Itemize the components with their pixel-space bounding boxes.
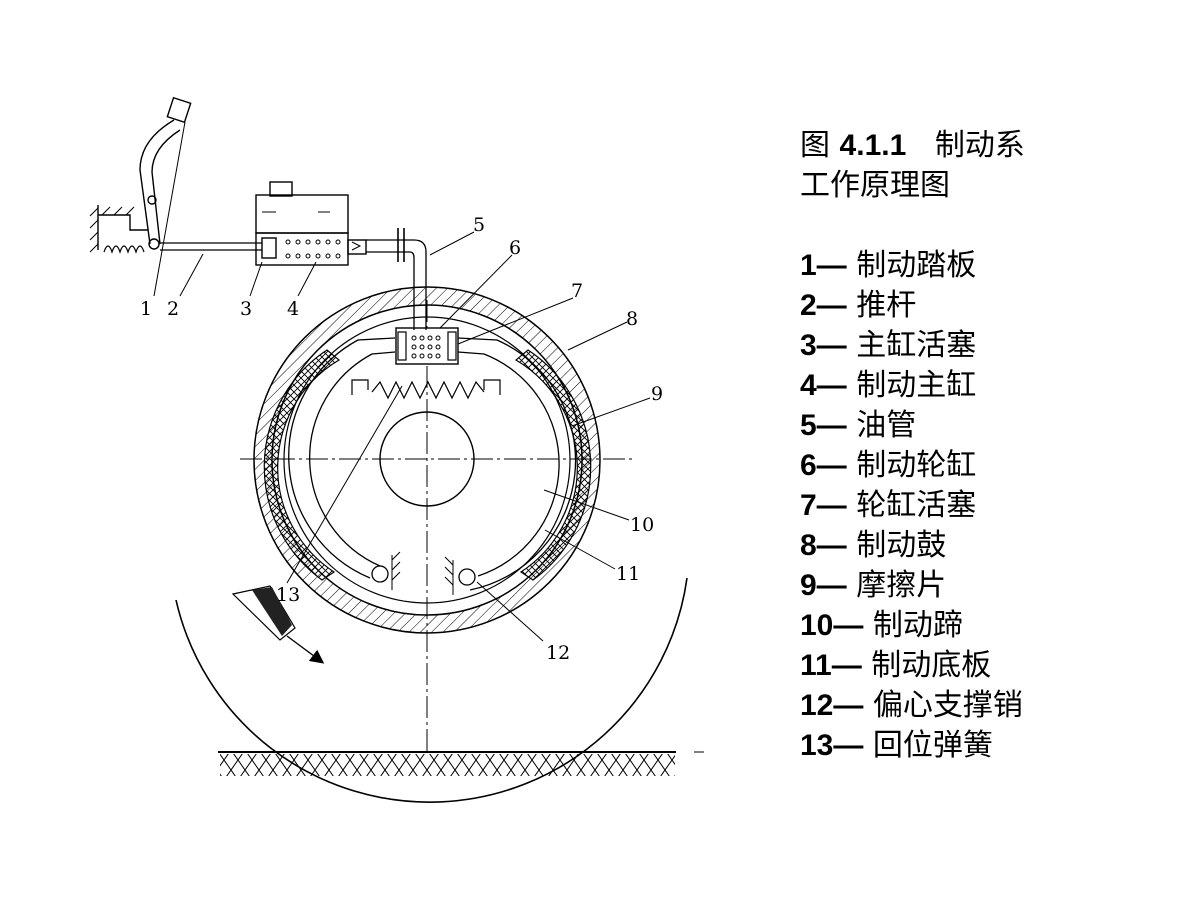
figure-title-line-2: 工作原理图	[800, 168, 950, 203]
callout-4: 4	[287, 298, 299, 320]
rotation-arrow	[231, 585, 325, 664]
figure-title-prefix: 图	[800, 128, 830, 163]
callout-6: 6	[509, 237, 521, 259]
callout-11: 11	[616, 563, 640, 585]
brake-shoe-right	[457, 337, 577, 591]
legend-item: 10— 制动蹄	[800, 608, 963, 643]
friction-lining-right	[514, 349, 592, 581]
figure-title-line-1: 图 4.1.1 制动系	[800, 126, 1180, 166]
legend-item: 11— 制动底板	[800, 648, 992, 683]
friction-lining-left	[263, 349, 341, 581]
callout-7: 7	[571, 280, 583, 302]
figure-caption: 图 4.1.1 制动系 工作原理图	[800, 126, 1180, 206]
legend-item: 13— 回位弹簧	[800, 728, 993, 763]
wheel-tyre-arc	[175, 577, 688, 803]
callout-2: 2	[167, 298, 179, 320]
legend-item: 8— 制动鼓	[800, 528, 947, 563]
ground	[218, 751, 704, 776]
callout-8: 8	[626, 308, 638, 330]
master-cylinder	[255, 181, 367, 266]
legend-item: 1— 制动踏板	[800, 248, 977, 283]
brake-pedal	[89, 96, 192, 254]
legend-item: 5— 油管	[800, 408, 917, 443]
wheel-cylinder	[395, 327, 459, 365]
callout-numbers: 1 2 3 4 5 6 7 8 9 10 11 12 13	[140, 214, 663, 664]
figure-number: 4.1.1	[839, 129, 907, 162]
leader-lines	[153, 121, 651, 642]
legend-item: 9— 摩擦片	[800, 568, 947, 603]
legend-item: 4— 制动主缸	[800, 368, 977, 403]
callout-5: 5	[473, 214, 485, 236]
callout-10: 10	[630, 514, 654, 536]
legend-item: 3— 主缸活塞	[800, 328, 977, 363]
figure-title-rest: 制动系	[934, 128, 1025, 163]
legend-item: 6— 制动轮缸	[800, 448, 977, 483]
callout-3: 3	[240, 298, 252, 320]
shoe-web	[351, 379, 501, 395]
parts-legend: 1— 制动踏板 2— 推杆 3— 主缸活塞 4— 制动主缸 5— 油管 6— 制…	[800, 246, 1023, 766]
legend-item: 2— 推杆	[800, 288, 917, 323]
return-spring	[371, 380, 485, 400]
legend-item: 12— 偏心支撑销	[800, 688, 1023, 723]
legend-item: 7— 轮缸活塞	[800, 488, 977, 523]
oil-pipe	[366, 228, 427, 330]
brake-shoe-left	[288, 337, 396, 579]
push-rod	[160, 242, 262, 251]
callout-9: 9	[651, 383, 663, 405]
anchor-pins	[371, 551, 476, 595]
callout-1: 1	[140, 298, 152, 320]
center-lines	[240, 300, 632, 752]
callout-12: 12	[546, 642, 570, 664]
callout-13: 13	[276, 584, 300, 606]
